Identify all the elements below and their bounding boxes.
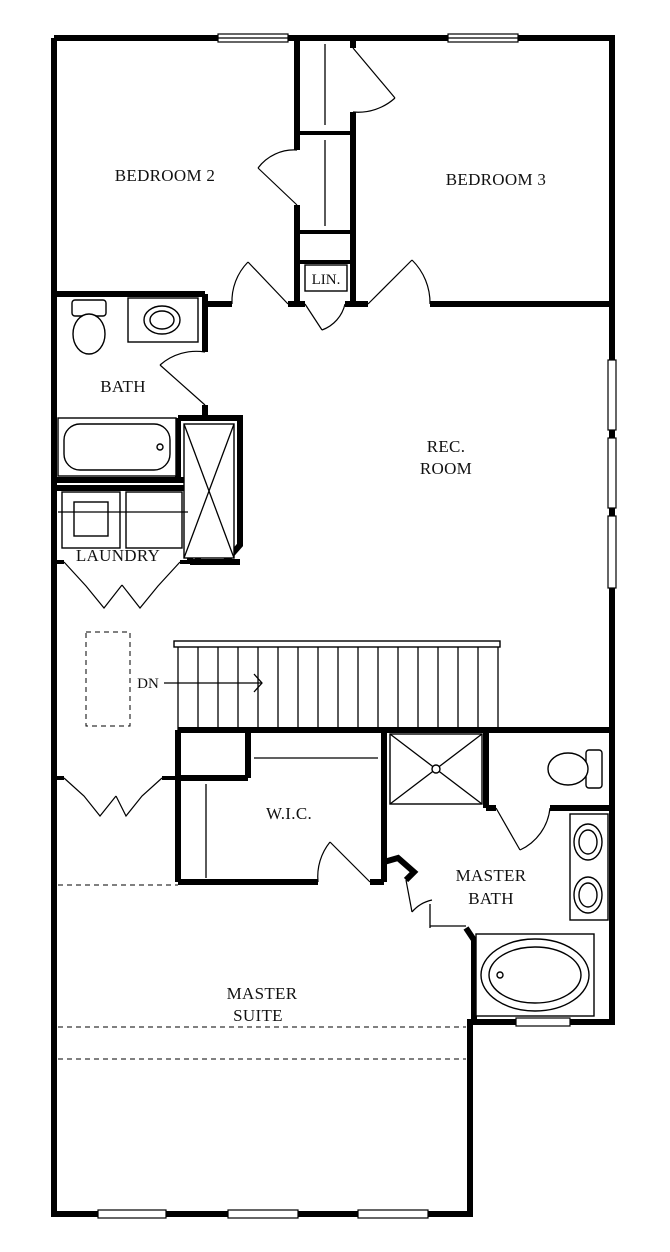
master-suite-label-line1: MASTER [227,984,298,1003]
sink-icon [127,297,199,343]
master-shower-icon [389,733,483,805]
fixtures [57,297,609,1017]
bedroom-3-label: BEDROOM 3 [446,170,546,189]
stairs [173,640,501,730]
exterior-walls [51,35,615,1217]
rec-room-label-line1: REC. [427,437,466,456]
bedroom-2-label: BEDROOM 2 [115,166,215,185]
toilet-icon [71,299,107,355]
linen-label: LIN. [312,272,341,288]
wic-label: W.I.C. [266,804,312,823]
doors [63,47,551,928]
master-sinks-icon [569,813,609,921]
master-bath-label-line2: BATH [468,889,514,908]
bathtub-icon [57,417,177,477]
laundry-label: LAUNDRY [76,546,160,565]
master-suite-label-line2: SUITE [233,1006,283,1025]
washer-icon [61,491,121,549]
master-bath-label-line1: MASTER [456,866,527,885]
stair-arrow [164,673,263,693]
stairs-down-label: DN [137,676,159,692]
rec-room-label-line2: ROOM [420,459,472,478]
master-tub-icon [475,933,595,1017]
windows [97,33,617,1219]
dryer-icon [125,491,183,549]
master-toilet-icon [547,749,603,789]
shower-icon [183,423,235,559]
ceiling-dashes [58,884,466,1060]
bath-label: BATH [100,377,146,396]
